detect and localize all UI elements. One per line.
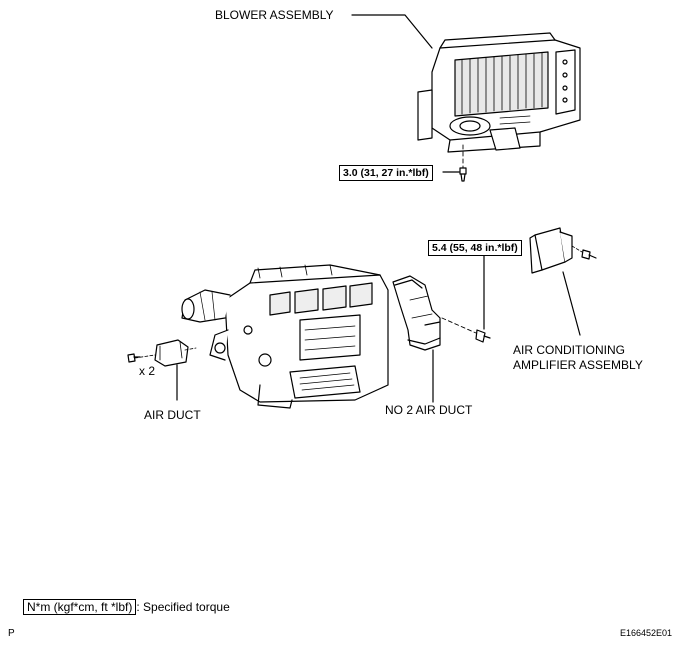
- blower-screw: [459, 167, 467, 182]
- label-air-duct: AIR DUCT: [144, 408, 201, 422]
- no2-duct-screw: [475, 329, 491, 343]
- torque-spec-blower: 3.0 (31, 27 in.*lbf): [339, 165, 433, 181]
- legend-unit-box: N*m (kgf*cm, ft *lbf): [23, 599, 137, 615]
- label-no2-air-duct: NO 2 AIR DUCT: [385, 403, 473, 417]
- no2-air-duct-drawing: [392, 275, 441, 351]
- air-duct-screw: [127, 353, 141, 363]
- amplifier-leader-line: [562, 271, 581, 336]
- label-blower-assembly: BLOWER ASSEMBLY: [215, 8, 334, 22]
- footer-left-code: P: [8, 628, 15, 639]
- air-duct-drawing: [154, 339, 197, 367]
- blower-leader-line: [351, 14, 433, 49]
- label-x2: x 2: [139, 364, 156, 378]
- label-ac-amplifier-line2: AMPLIFIER ASSEMBLY: [513, 358, 643, 372]
- ac-unit-drawing: [181, 264, 389, 409]
- footer-figure-id: E166452E01: [620, 628, 673, 638]
- blower-assembly-drawing: [417, 32, 581, 153]
- legend-description: : Specified torque: [136, 600, 230, 614]
- label-ac-amplifier-line1: AIR CONDITIONING: [513, 343, 626, 357]
- torque-spec-no2-duct: 5.4 (55, 48 in.*lbf): [428, 240, 522, 256]
- legend: N*m (kgf*cm, ft *lbf): Specified torque: [23, 599, 230, 615]
- amplifier-screw: [581, 249, 597, 260]
- ac-amplifier-drawing: [529, 227, 583, 274]
